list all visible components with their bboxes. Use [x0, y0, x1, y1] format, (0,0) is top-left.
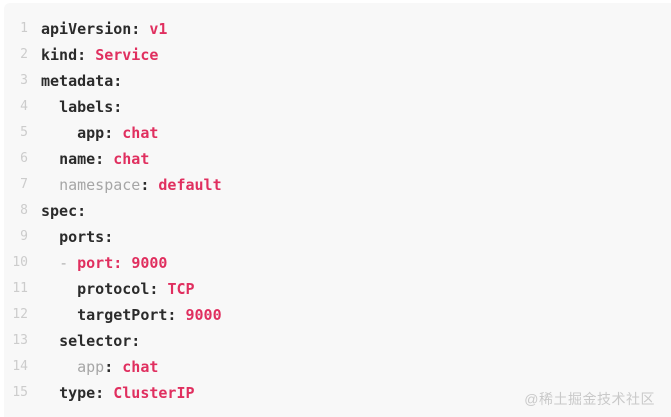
token-colon: : — [140, 176, 150, 194]
token-key: apiVersion: — [41, 20, 141, 38]
token-dim: app — [77, 358, 105, 376]
yaml-code-block: 1 apiVersion: v1 2 kind: Service 3 metadata: 4… — [4, 3, 671, 417]
token-sp — [176, 306, 185, 324]
code-text: app: chat — [41, 120, 158, 146]
line-number: 4 — [20, 99, 28, 114]
line-number: 13 — [12, 333, 28, 348]
token-val: 9000 — [131, 254, 168, 272]
token-val: v1 — [149, 20, 168, 38]
code-text: kind: Service — [41, 42, 158, 68]
line-number: 2 — [20, 47, 28, 62]
code-line: 7 namespace: default — [4, 172, 671, 198]
code-line: 11 protocol: TCP — [4, 276, 671, 302]
token-val: chat — [113, 150, 150, 168]
token-sp — [104, 150, 113, 168]
code-line: 9 ports: — [4, 224, 671, 250]
code-line: 3 metadata: — [4, 68, 671, 94]
code-text: ports: — [41, 224, 113, 250]
line-number: 10 — [12, 255, 28, 270]
line-number: 1 — [20, 21, 28, 36]
watermark-text: @稀土掘金技术社区 — [524, 391, 655, 407]
token-key: selector: — [59, 332, 141, 350]
token-val: chat — [122, 358, 159, 376]
token-sp — [41, 306, 77, 324]
line-number: 5 — [20, 125, 28, 140]
token-sp — [113, 124, 122, 142]
token-sp — [41, 98, 59, 116]
code-text: targetPort: 9000 — [41, 302, 222, 328]
token-key: protocol: — [77, 280, 159, 298]
token-sp — [41, 254, 59, 272]
code-line: 10 - port: 9000 — [4, 250, 671, 276]
code-text: spec: — [41, 198, 86, 224]
token-sp — [104, 384, 113, 402]
code-line: 14 app: chat — [4, 354, 671, 380]
token-key: spec: — [41, 202, 87, 220]
line-number: 12 — [12, 307, 28, 322]
token-sp — [41, 150, 59, 168]
line-number: 9 — [20, 229, 28, 244]
code-text: apiVersion: v1 — [41, 16, 167, 42]
token-key: metadata: — [41, 72, 123, 90]
code-text: protocol: TCP — [41, 276, 195, 302]
token-sp — [41, 384, 59, 402]
token-val: chat — [122, 124, 159, 142]
token-sp — [41, 176, 59, 194]
code-text: selector: — [41, 328, 140, 354]
code-text: labels: — [41, 94, 122, 120]
code-text: app: chat — [41, 354, 158, 380]
code-line: 6 name: chat — [4, 146, 671, 172]
token-sp — [86, 46, 95, 64]
line-number: 6 — [20, 151, 28, 166]
code-line: 5 app: chat — [4, 120, 671, 146]
token-val: Service — [95, 46, 159, 64]
token-bullet: - — [59, 254, 69, 272]
token-sp — [122, 254, 131, 272]
token-dim: namespace — [59, 176, 141, 194]
token-sp — [68, 254, 77, 272]
token-key: type: — [59, 384, 105, 402]
token-sp — [41, 358, 77, 376]
token-key: kind: — [41, 46, 87, 64]
token-val: TCP — [167, 280, 195, 298]
line-number: 3 — [20, 73, 28, 88]
code-line: 4 labels: — [4, 94, 671, 120]
line-number: 14 — [12, 359, 28, 374]
line-number: 7 — [20, 177, 28, 192]
code-text: namespace: default — [41, 172, 222, 198]
code-text: metadata: — [41, 68, 122, 94]
code-lines: 1 apiVersion: v1 2 kind: Service 3 metadata: 4… — [4, 3, 671, 406]
code-text: - port: 9000 — [41, 250, 167, 276]
token-val: port: — [77, 254, 123, 272]
code-line: 1 apiVersion: v1 — [4, 16, 671, 42]
token-sp — [113, 358, 122, 376]
token-val: 9000 — [185, 306, 222, 324]
token-key: targetPort: — [77, 306, 177, 324]
token-colon: : — [104, 358, 114, 376]
token-sp — [41, 228, 59, 246]
code-text: name: chat — [41, 146, 149, 172]
line-number: 15 — [12, 385, 28, 400]
token-sp — [41, 124, 77, 142]
code-text: type: ClusterIP — [41, 380, 195, 406]
token-sp — [41, 332, 59, 350]
token-key: ports: — [59, 228, 114, 246]
code-line: 2 kind: Service — [4, 42, 671, 68]
line-number: 11 — [12, 281, 28, 296]
code-line: 8 spec: — [4, 198, 671, 224]
token-key: app: — [77, 124, 114, 142]
token-key: labels: — [59, 98, 123, 116]
line-number: 8 — [20, 203, 28, 218]
token-val: default — [158, 176, 222, 194]
code-line: 15 type: ClusterIP — [4, 380, 671, 406]
token-sp — [41, 280, 77, 298]
code-line: 13 selector: — [4, 328, 671, 354]
code-line: 12 targetPort: 9000 — [4, 302, 671, 328]
token-val: ClusterIP — [113, 384, 195, 402]
token-key: name: — [59, 150, 105, 168]
